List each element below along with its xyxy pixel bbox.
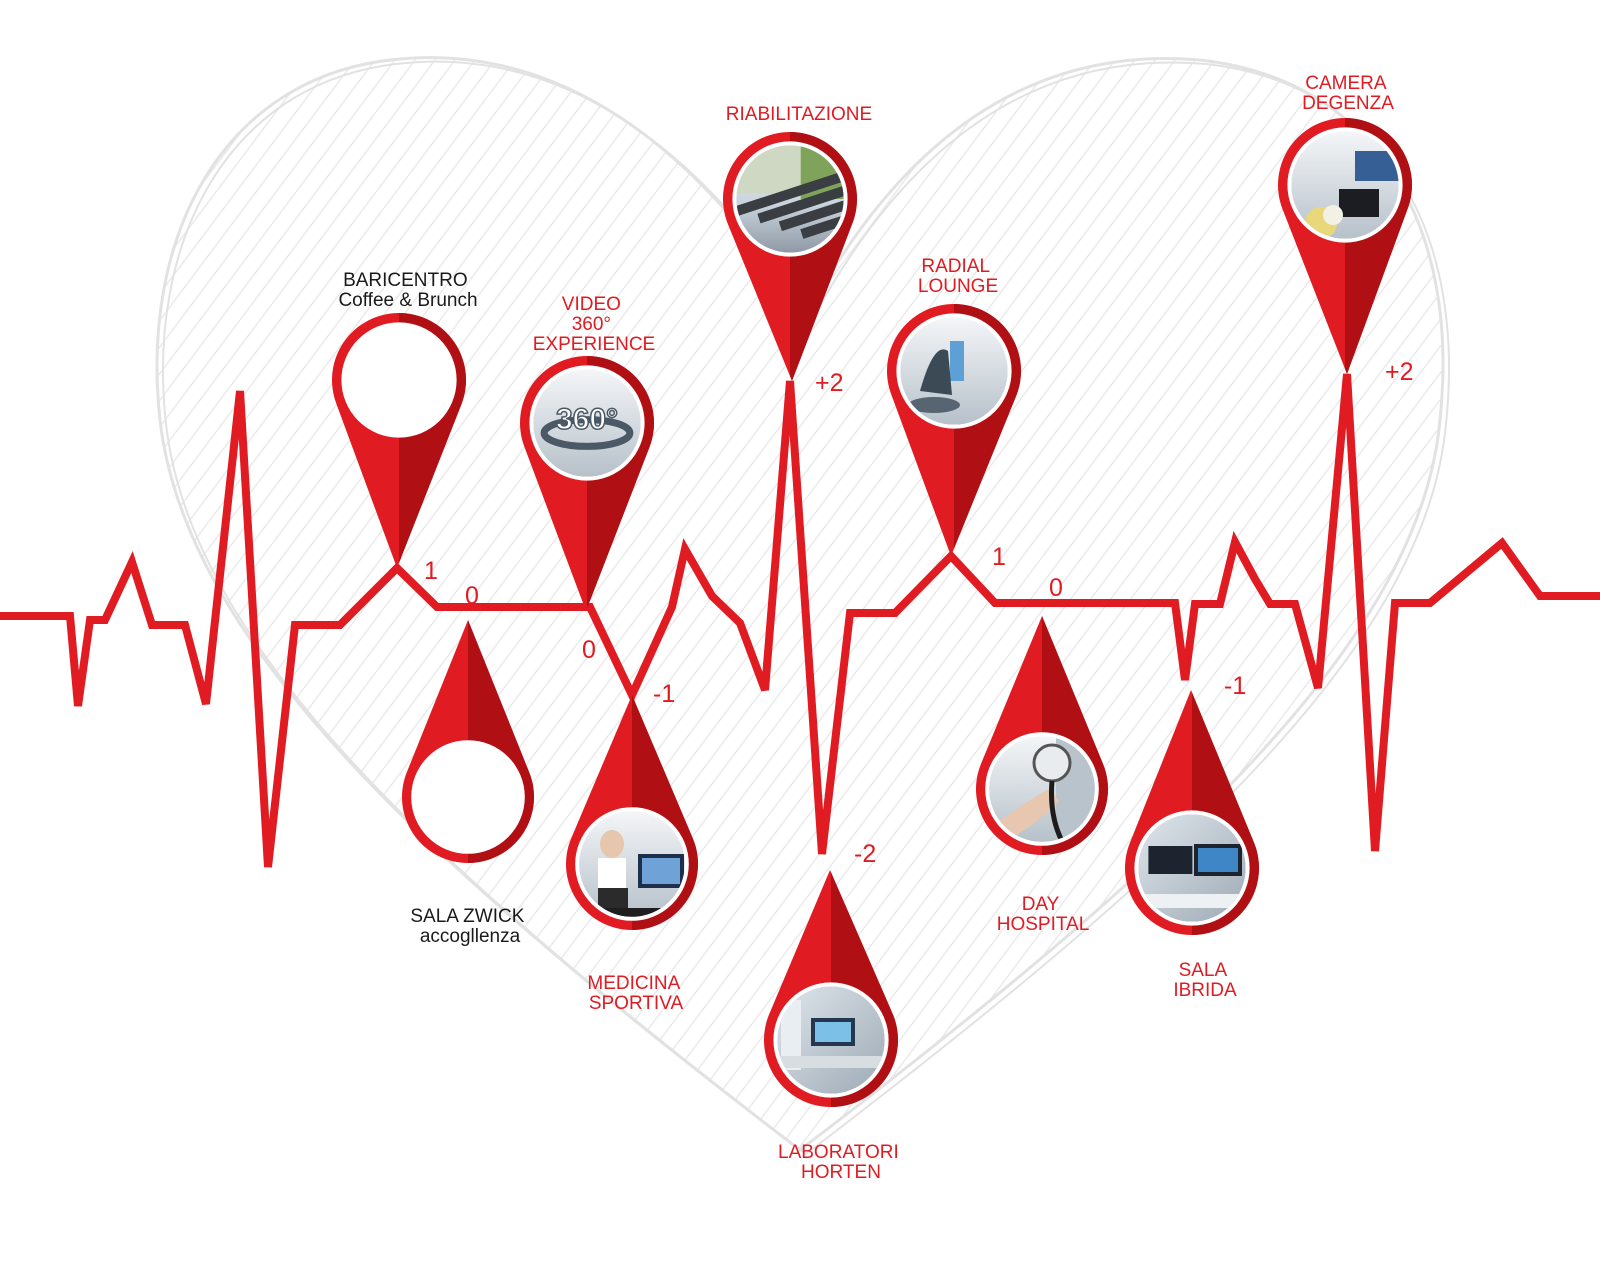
level-label-sala-ibrida: -1: [1224, 672, 1246, 700]
location-pin-day-hospital[interactable]: [976, 616, 1109, 861]
location-label-laboratori-horten: LABORATORI HORTEN: [778, 1142, 904, 1183]
level-label-riabilitazione: +2: [815, 369, 844, 397]
level-label-laboratori-horten: -2: [854, 840, 876, 868]
patient-room-photo: [1291, 131, 1399, 239]
lounge-chair-photo: [900, 317, 1008, 425]
location-labels: BARICENTRO Coffee & Brunch SALA ZWICK ac…: [338, 73, 1394, 1183]
location-label-baricentro: BARICENTRO Coffee & Brunch: [338, 270, 477, 311]
location-pin-camera-degenza[interactable]: [1278, 117, 1412, 375]
operating-room-photo: [1138, 814, 1246, 922]
level-label-camera-degenza: +2: [1385, 358, 1414, 386]
pin-empty-window: [345, 326, 453, 434]
location-label-camera-degenza: CAMERA DEGENZA: [1302, 73, 1394, 114]
360-panorama-icon: 360°: [533, 369, 641, 477]
level-label-sala-zwick: 0: [465, 582, 479, 610]
level-label-baricentro: 1: [424, 557, 438, 585]
level-label-video-360: 0: [582, 636, 596, 664]
gym-treadmills-photo: [736, 145, 844, 253]
level-label-medicina-sportiva: -1: [653, 680, 675, 708]
location-label-medicina-sportiva: MEDICINA SPORTIVA: [587, 973, 684, 1014]
location-pin-sala-ibrida[interactable]: [1124, 690, 1259, 936]
heart-outline-echo: [162, 60, 1450, 1156]
location-pin-video-360[interactable]: 360°: [520, 355, 654, 611]
location-pin-medicina-sportiva[interactable]: [566, 695, 699, 930]
location-label-video-360: VIDEO 360° EXPERIENCE: [533, 294, 655, 355]
location-label-radial-lounge: RADIAL LOUNGE: [918, 256, 998, 297]
heartbeat-line: [0, 373, 1600, 868]
location-pin-laboratori-horten[interactable]: [764, 870, 898, 1107]
location-pin-riabilitazione[interactable]: [723, 132, 905, 381]
level-label-day-hospital: 0: [1049, 574, 1063, 602]
location-label-day-hospital: DAY HOSPITAL: [997, 894, 1090, 935]
location-label-sala-zwick: SALA ZWICK accogllenza: [410, 906, 529, 947]
photo-360-text: 360°: [556, 403, 618, 436]
location-pin-sala-zwick[interactable]: [402, 620, 534, 863]
pin-empty-window: [415, 744, 521, 850]
lab-monitors-photo: [777, 986, 885, 1094]
level-label-radial-lounge: 1: [992, 543, 1006, 571]
location-label-sala-ibrida: SALA IBRIDA: [1173, 960, 1237, 1001]
location-pin-baricentro[interactable]: [332, 312, 466, 568]
location-pin-radial-lounge[interactable]: [887, 304, 1021, 556]
location-label-riabilitazione: RIABILITAZIONE: [726, 104, 872, 125]
level-labels: 1 0 0 -1 +2 -2 1 0 -1 +2: [424, 358, 1414, 868]
treadmill-test-photo: [579, 811, 685, 917]
